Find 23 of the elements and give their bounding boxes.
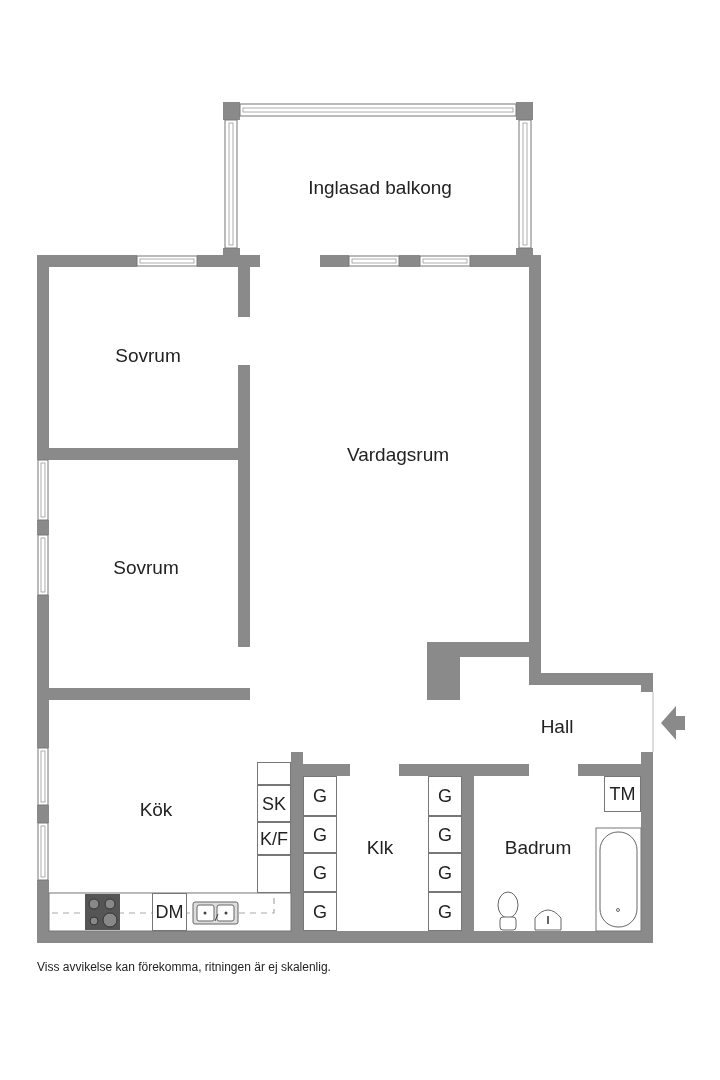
room-label: Klk [366, 837, 394, 857]
cabinet-box: G [303, 892, 337, 931]
cabinet-box: G [428, 853, 462, 892]
cabinet-box: G [428, 892, 462, 931]
room-label: Sovrum [115, 345, 181, 365]
cabinet-box: K/F [257, 822, 291, 855]
cabinet-box [257, 855, 291, 893]
room-label: Badrum [504, 837, 572, 857]
cabinet-box: G [303, 853, 337, 892]
cabinet-box: DM [152, 893, 187, 931]
cabinet-box: SK [257, 785, 291, 822]
room-label: Hall [540, 716, 574, 736]
cabinet-box [257, 762, 291, 785]
cabinet-box: G [303, 816, 337, 853]
cabinet-box: G [428, 816, 462, 853]
room-label: Sovrum [113, 557, 179, 577]
room-label: Inglasad balkong [308, 177, 452, 197]
room-label: Kök [139, 799, 173, 819]
cabinet-box: G [303, 776, 337, 816]
cabinet-box: TM [604, 776, 641, 812]
room-label: Vardagsrum [346, 444, 450, 464]
caption: Viss avvikelse kan förekomma, ritningen är ej skalenlig. [37, 961, 331, 973]
cabinet-box: G [428, 776, 462, 816]
